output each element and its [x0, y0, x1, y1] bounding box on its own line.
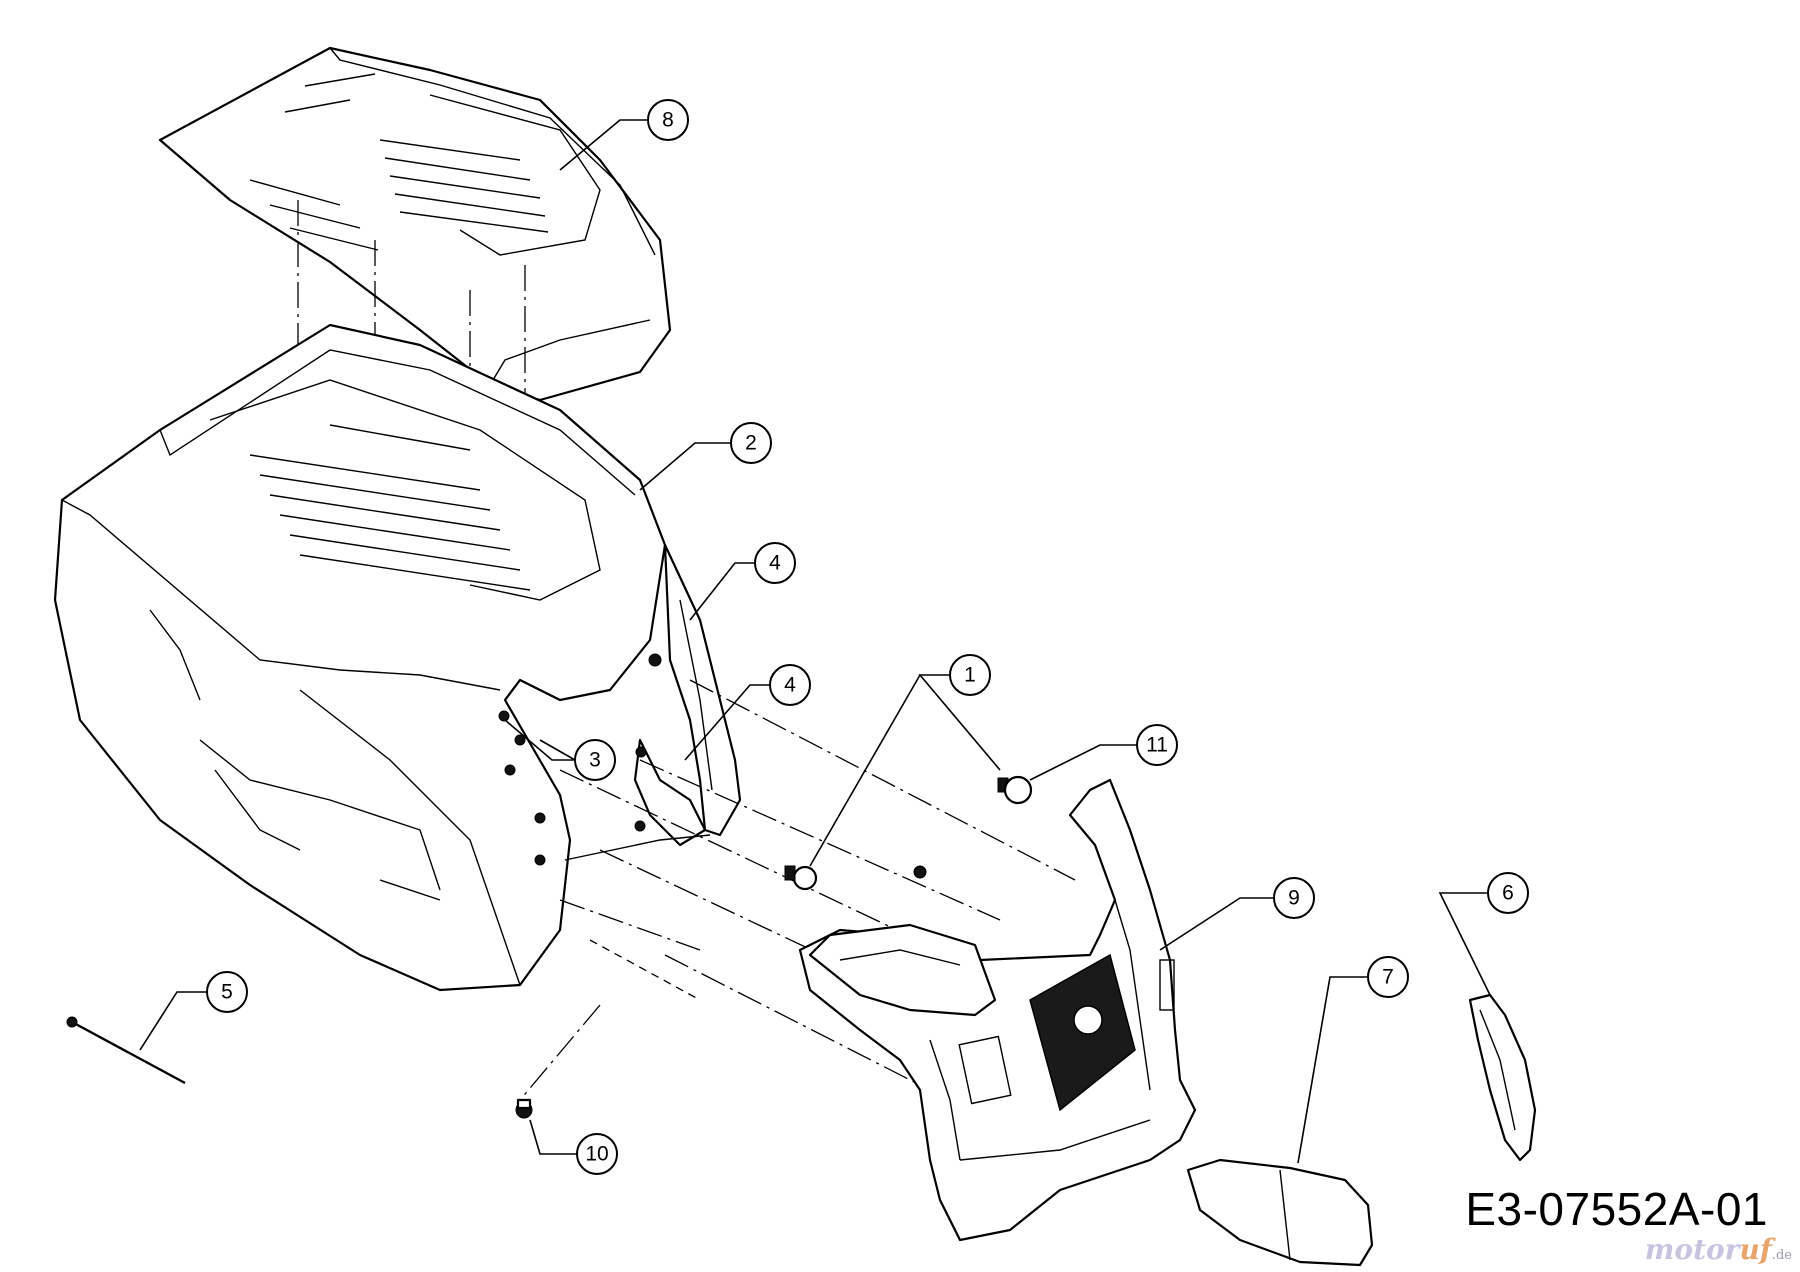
callout-9: 9 [1273, 877, 1315, 919]
hood-grille-slots [249, 424, 531, 591]
drawing-number: E3-07552A-01 [1465, 1183, 1768, 1235]
callout-6: 6 [1487, 872, 1529, 914]
svg-text:3: 3 [589, 749, 601, 772]
callout-3: 3 [574, 739, 616, 781]
part-1-headlight-bulbs [784, 777, 1031, 891]
callout-4-lower: 4 [769, 664, 811, 706]
part-11-socket [1003, 775, 1033, 805]
svg-text:4: 4 [769, 552, 781, 575]
part-8-hood-vent-cover [158, 46, 672, 402]
svg-text:9: 9 [1288, 887, 1300, 910]
callout-7: 7 [1367, 956, 1409, 998]
svg-text:11: 11 [1146, 734, 1168, 757]
part-7-lens [1186, 1158, 1374, 1267]
part-10-push-pin [515, 1098, 533, 1119]
svg-text:1: 1 [964, 664, 976, 687]
svg-text:10: 10 [585, 1143, 608, 1166]
motoruf-watermark-logo: motoruf.de [1644, 1233, 1792, 1266]
part-9-front-grille [798, 778, 1197, 1242]
callout-leaders [139, 119, 1491, 1164]
grille-honeycomb-mesh [1029, 953, 1136, 1112]
svg-text:7: 7 [1382, 966, 1394, 989]
svg-text:2: 2 [745, 432, 757, 455]
part-6-side-lens [1468, 993, 1537, 1162]
callout-10: 10 [576, 1133, 618, 1175]
callout-1: 1 [949, 654, 991, 696]
part-2-hood [53, 323, 667, 992]
part-5-cable-tie [66, 1016, 186, 1085]
svg-text:8: 8 [662, 109, 674, 132]
svg-text:5: 5 [221, 981, 233, 1004]
fasteners-3-4 [498, 653, 927, 879]
svg-text:4: 4 [784, 674, 796, 697]
hood-vent-slots [249, 73, 549, 251]
callout-5: 5 [206, 971, 248, 1013]
callout-2: 2 [730, 422, 772, 464]
callout-11: 11 [1136, 724, 1178, 766]
callout-8: 8 [647, 99, 689, 141]
svg-text:6: 6 [1502, 882, 1514, 905]
callout-4-upper: 4 [754, 542, 796, 584]
